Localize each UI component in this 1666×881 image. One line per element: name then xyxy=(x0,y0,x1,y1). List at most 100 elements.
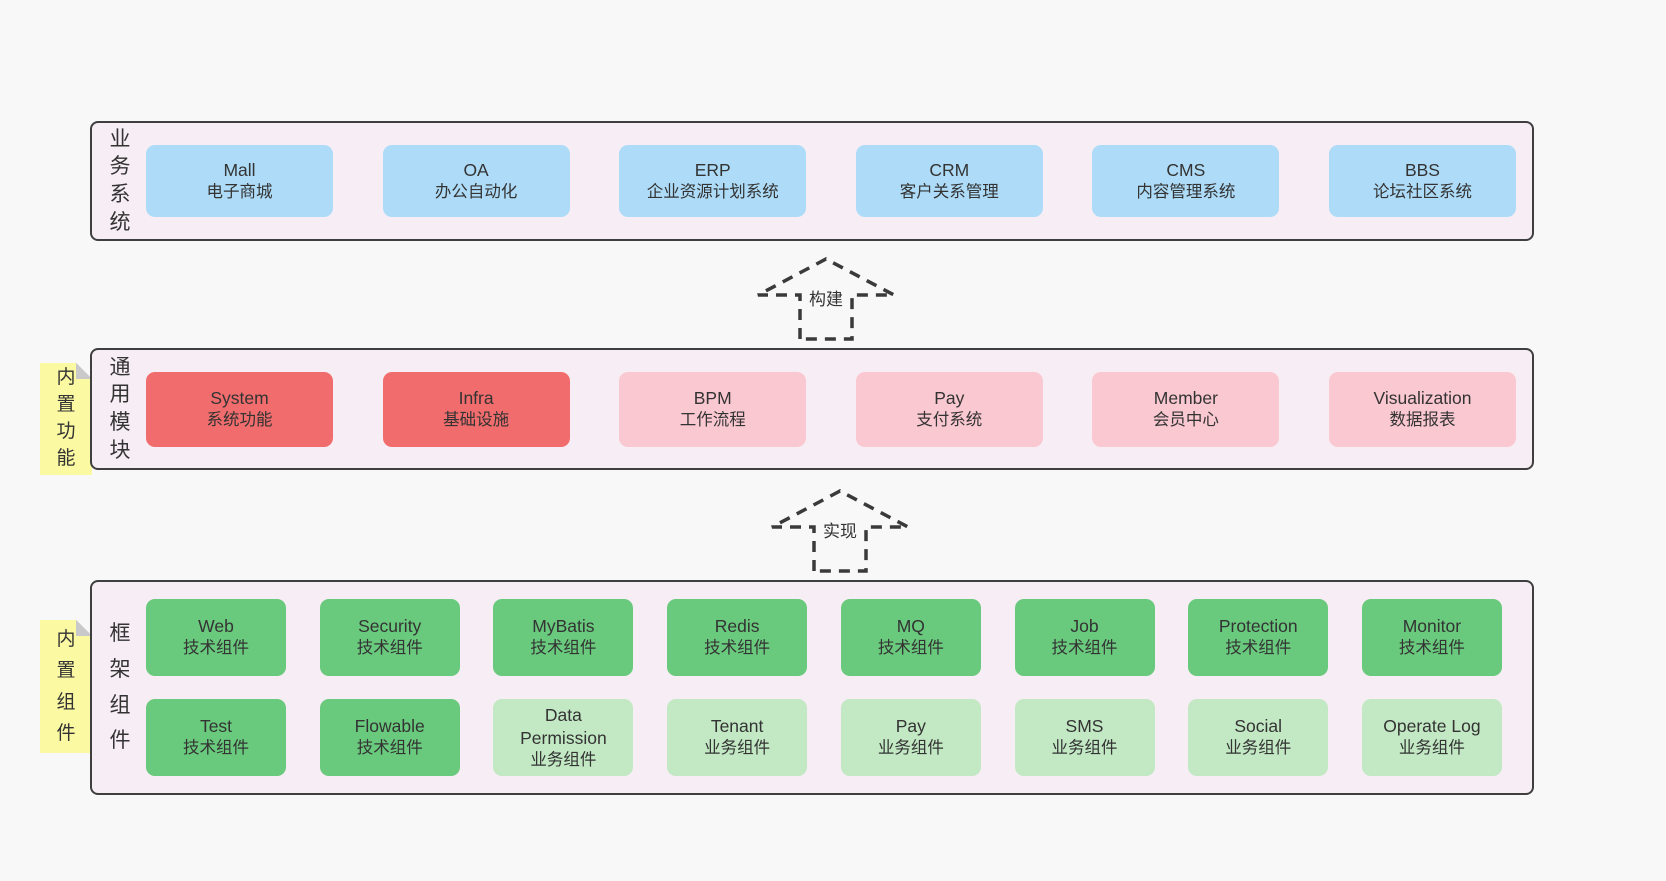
box-subtitle: 内容管理系统 xyxy=(1136,182,1236,201)
box-title: System xyxy=(210,387,269,408)
box-title: ERP xyxy=(694,159,731,180)
box-subtitle: 系统功能 xyxy=(206,410,273,429)
box-erp: ERP 企业资源计划系统 xyxy=(619,145,807,217)
box-title: Job xyxy=(1070,616,1099,637)
box-title: Protection xyxy=(1218,616,1298,637)
box-subtitle: 业务组件 xyxy=(704,739,771,758)
box-subtitle: 技术组件 xyxy=(183,739,249,758)
box-subtitle: 技术组件 xyxy=(356,639,423,658)
box-title: SMS xyxy=(1065,716,1104,737)
layer-side-label: 业务系统 xyxy=(105,123,135,239)
box-redis: Redis 技术组件 xyxy=(667,599,808,676)
box-mq: MQ 技术组件 xyxy=(840,599,981,676)
box-title: Pay xyxy=(934,387,965,408)
box-title: Test xyxy=(199,716,233,737)
box-title: Member xyxy=(1153,387,1218,408)
arrow-up-implement: 实现 xyxy=(770,489,910,573)
box-oa: OA 办公自动化 xyxy=(382,145,570,217)
box-subtitle: 技术组件 xyxy=(704,639,771,658)
box-subtitle: 数据报表 xyxy=(1389,410,1456,429)
box-subtitle: 技术组件 xyxy=(183,639,249,658)
layer-side-label-text: 通用模块 xyxy=(109,355,131,462)
box-title: Mall xyxy=(223,159,256,180)
box-pay: Pay 支付系统 xyxy=(855,371,1043,447)
layer-side-label: 框架组件 xyxy=(105,582,135,793)
box-infra: Infra 基础设施 xyxy=(382,371,570,447)
box-operate-log: Operate Log 业务组件 xyxy=(1361,699,1502,776)
box-title: Flowable xyxy=(354,716,425,737)
box-protection: Protection 技术组件 xyxy=(1188,599,1329,676)
box-title: Redis xyxy=(714,616,760,637)
layer-side-label-text: 业务系统 xyxy=(109,127,131,234)
box-visualization: Visualization 数据报表 xyxy=(1328,371,1516,447)
box-subtitle: 办公自动化 xyxy=(434,182,518,201)
box-cms: CMS 内容管理系统 xyxy=(1092,145,1280,217)
box-tenant: Tenant 业务组件 xyxy=(667,699,808,776)
box-security: Security 技术组件 xyxy=(319,599,460,676)
box-title: BBS xyxy=(1404,159,1440,180)
sticky-folded-corner xyxy=(76,620,92,636)
box-subtitle: 业务组件 xyxy=(1225,739,1292,758)
box-subtitle: 技术组件 xyxy=(530,639,597,658)
sticky-note-label: 内置功能 xyxy=(56,367,76,469)
box-member: Member 会员中心 xyxy=(1092,371,1280,447)
arrow-up-build: 构建 xyxy=(756,257,896,341)
box-subtitle: 业务组件 xyxy=(1398,739,1465,758)
box-title: Monitor xyxy=(1402,616,1462,637)
box-subtitle: 技术组件 xyxy=(877,639,944,658)
box-social: Social 业务组件 xyxy=(1188,699,1329,776)
box-title: Security xyxy=(358,616,422,637)
sticky-note-label: 内置组件 xyxy=(56,628,76,744)
box-subtitle: 业务组件 xyxy=(530,750,597,769)
box-crm: CRM 客户关系管理 xyxy=(855,145,1043,217)
box-title: CMS xyxy=(1166,159,1206,180)
layer-side-label: 通用模块 xyxy=(105,350,135,468)
arrow-label: 构建 xyxy=(805,284,847,311)
box-subtitle: 基础设施 xyxy=(443,410,510,429)
box-subtitle: 工作流程 xyxy=(679,410,746,429)
layer-rows: Mall 电子商城 OA 办公自动化 ERP 企业资源计划系统 CRM 客户关系管理 CMS 内容… xyxy=(146,123,1516,239)
box-title: Tenant xyxy=(710,716,764,737)
box-subtitle: 企业资源计划系统 xyxy=(646,182,779,201)
box-subtitle: 电子商城 xyxy=(206,182,273,201)
box-pay: Pay 业务组件 xyxy=(840,699,981,776)
box-flowable: Flowable 技术组件 xyxy=(319,699,460,776)
box-mybatis: MyBatis 技术组件 xyxy=(493,599,634,676)
box-title: Infra xyxy=(458,387,494,408)
sticky-note-common-modules: 内置功能 xyxy=(40,363,92,475)
box-title: Social xyxy=(1234,716,1283,737)
box-subtitle: 技术组件 xyxy=(1225,639,1292,658)
box-title: Pay xyxy=(895,716,926,737)
box-title: MQ xyxy=(896,616,925,637)
box-title: CRM xyxy=(929,159,970,180)
box-title: MyBatis xyxy=(532,616,595,637)
box-title: Operate Log xyxy=(1383,716,1481,737)
box-subtitle: 技术组件 xyxy=(356,739,423,758)
box-title: Data Permission xyxy=(520,705,607,748)
box-subtitle: 业务组件 xyxy=(877,739,944,758)
sticky-folded-corner xyxy=(76,363,92,379)
box-subtitle: 会员中心 xyxy=(1152,410,1219,429)
box-test: Test 技术组件 xyxy=(146,699,286,776)
sticky-note-framework-components: 内置组件 xyxy=(40,620,92,753)
box-subtitle: 支付系统 xyxy=(916,410,983,429)
box-mall: Mall 电子商城 xyxy=(146,145,333,217)
box-title: OA xyxy=(463,159,489,180)
box-subtitle: 业务组件 xyxy=(1051,739,1118,758)
box-title: Visualization xyxy=(1373,387,1472,408)
arrow-label: 实现 xyxy=(819,516,861,543)
box-data-permission: Data Permission 业务组件 xyxy=(493,699,634,776)
box-sms: SMS 业务组件 xyxy=(1014,699,1155,776)
box-system: System 系统功能 xyxy=(146,371,333,447)
box-subtitle: 客户关系管理 xyxy=(899,182,999,201)
